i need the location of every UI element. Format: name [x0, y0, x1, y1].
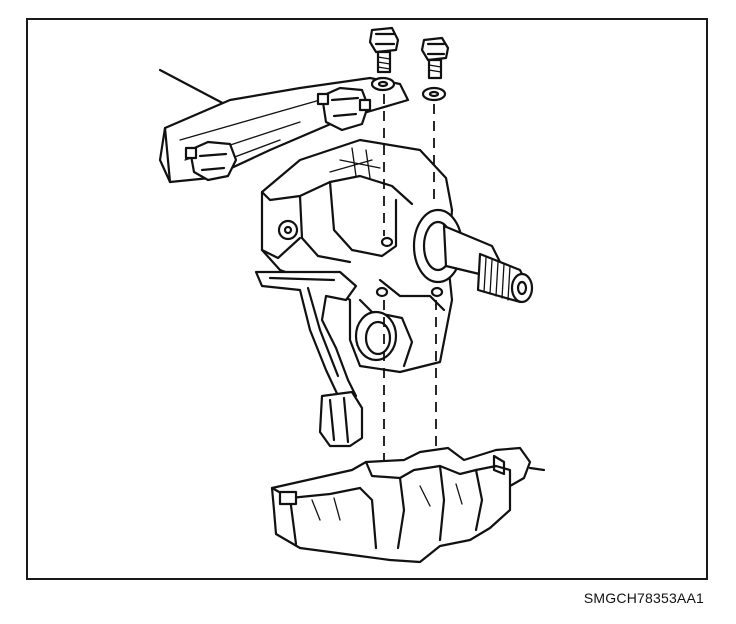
washer-right — [421, 86, 447, 102]
alignment-lines — [383, 94, 437, 470]
figure-code: SMGCH78353AA1 — [583, 590, 704, 606]
bolt-left — [368, 26, 400, 74]
lock-housing — [260, 138, 454, 374]
tilt-lever — [254, 270, 364, 448]
mounting-capsule-right — [316, 86, 372, 132]
bolt-right — [420, 36, 450, 80]
mounting-bracket — [270, 446, 546, 564]
mounting-capsule-left — [184, 140, 238, 182]
steering-shaft — [412, 208, 534, 304]
washer-left — [370, 76, 396, 92]
